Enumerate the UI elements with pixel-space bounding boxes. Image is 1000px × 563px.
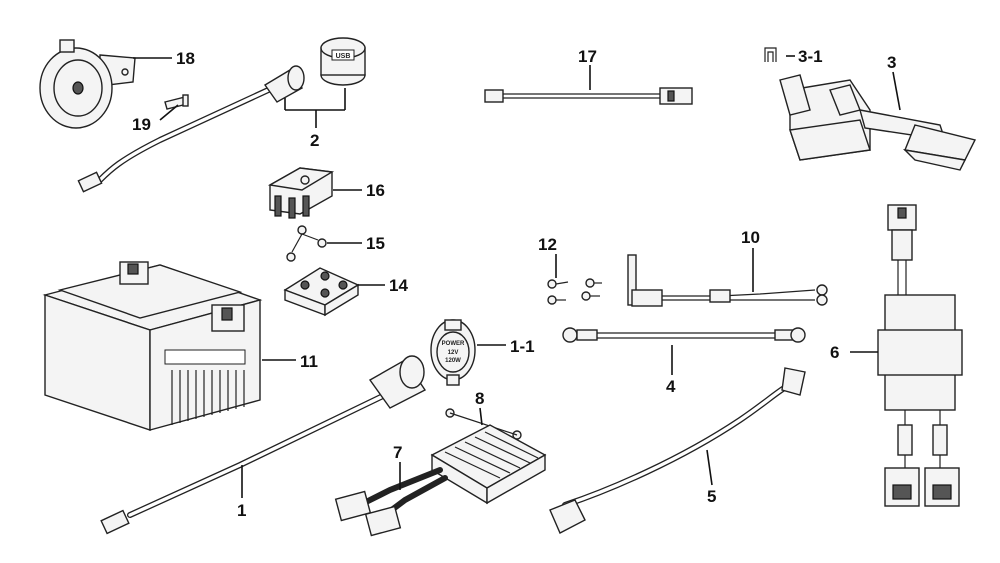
callout-1: 1 [237,501,246,520]
callout-15: 15 [366,234,385,253]
power-cap-volt: 12V [448,350,459,356]
callout-4: 4 [666,377,676,396]
power-socket-harness [100,355,427,535]
callout-8: 8 [475,389,484,408]
horn [39,39,136,129]
regulator-rectifier [334,424,547,537]
usb-harness [77,65,305,193]
callout-10: 10 [741,228,760,247]
callout-16: 16 [366,181,385,200]
fuse-block [267,167,335,219]
ground-cable [562,327,806,343]
callout-19: 19 [132,115,151,134]
horn-bolt [164,94,189,110]
callout-17: 17 [578,47,597,66]
fuse-holder-plate [283,267,360,317]
power-cap-watt: 120W [445,358,461,364]
starter-relay [779,74,977,171]
bolts-12 [547,278,602,305]
callout-18: 18 [176,49,195,68]
callout-7: 7 [393,443,402,462]
leader-lines [133,55,901,498]
sub-harness [877,204,963,507]
screws-15 [286,225,327,262]
usb-socket-text: USB [336,53,351,60]
callout-12: 12 [538,235,557,254]
ground-harness [627,254,828,307]
callout-labels: 18 19 2 17 3-1 3 16 15 14 12 10 11 1-1 4… [132,47,896,520]
callout-6: 6 [830,343,839,362]
callout-1-1: 1-1 [510,337,535,356]
callout-3: 3 [887,53,896,72]
usb-socket: USB [320,37,366,86]
relay-clip [764,47,777,62]
wire-harness-17 [445,87,693,105]
callout-3-1: 3-1 [798,47,823,66]
callout-2: 2 [310,131,319,150]
power-cap-word: POWER [442,341,465,347]
callout-11: 11 [300,352,318,371]
screws-8 [445,408,522,440]
callout-5: 5 [707,487,716,506]
battery [42,261,263,431]
starter-cable [549,367,806,534]
callout-14: 14 [389,276,408,295]
power-socket-cap: POWER 12V 120W [430,319,476,386]
battery-fins [171,370,245,425]
